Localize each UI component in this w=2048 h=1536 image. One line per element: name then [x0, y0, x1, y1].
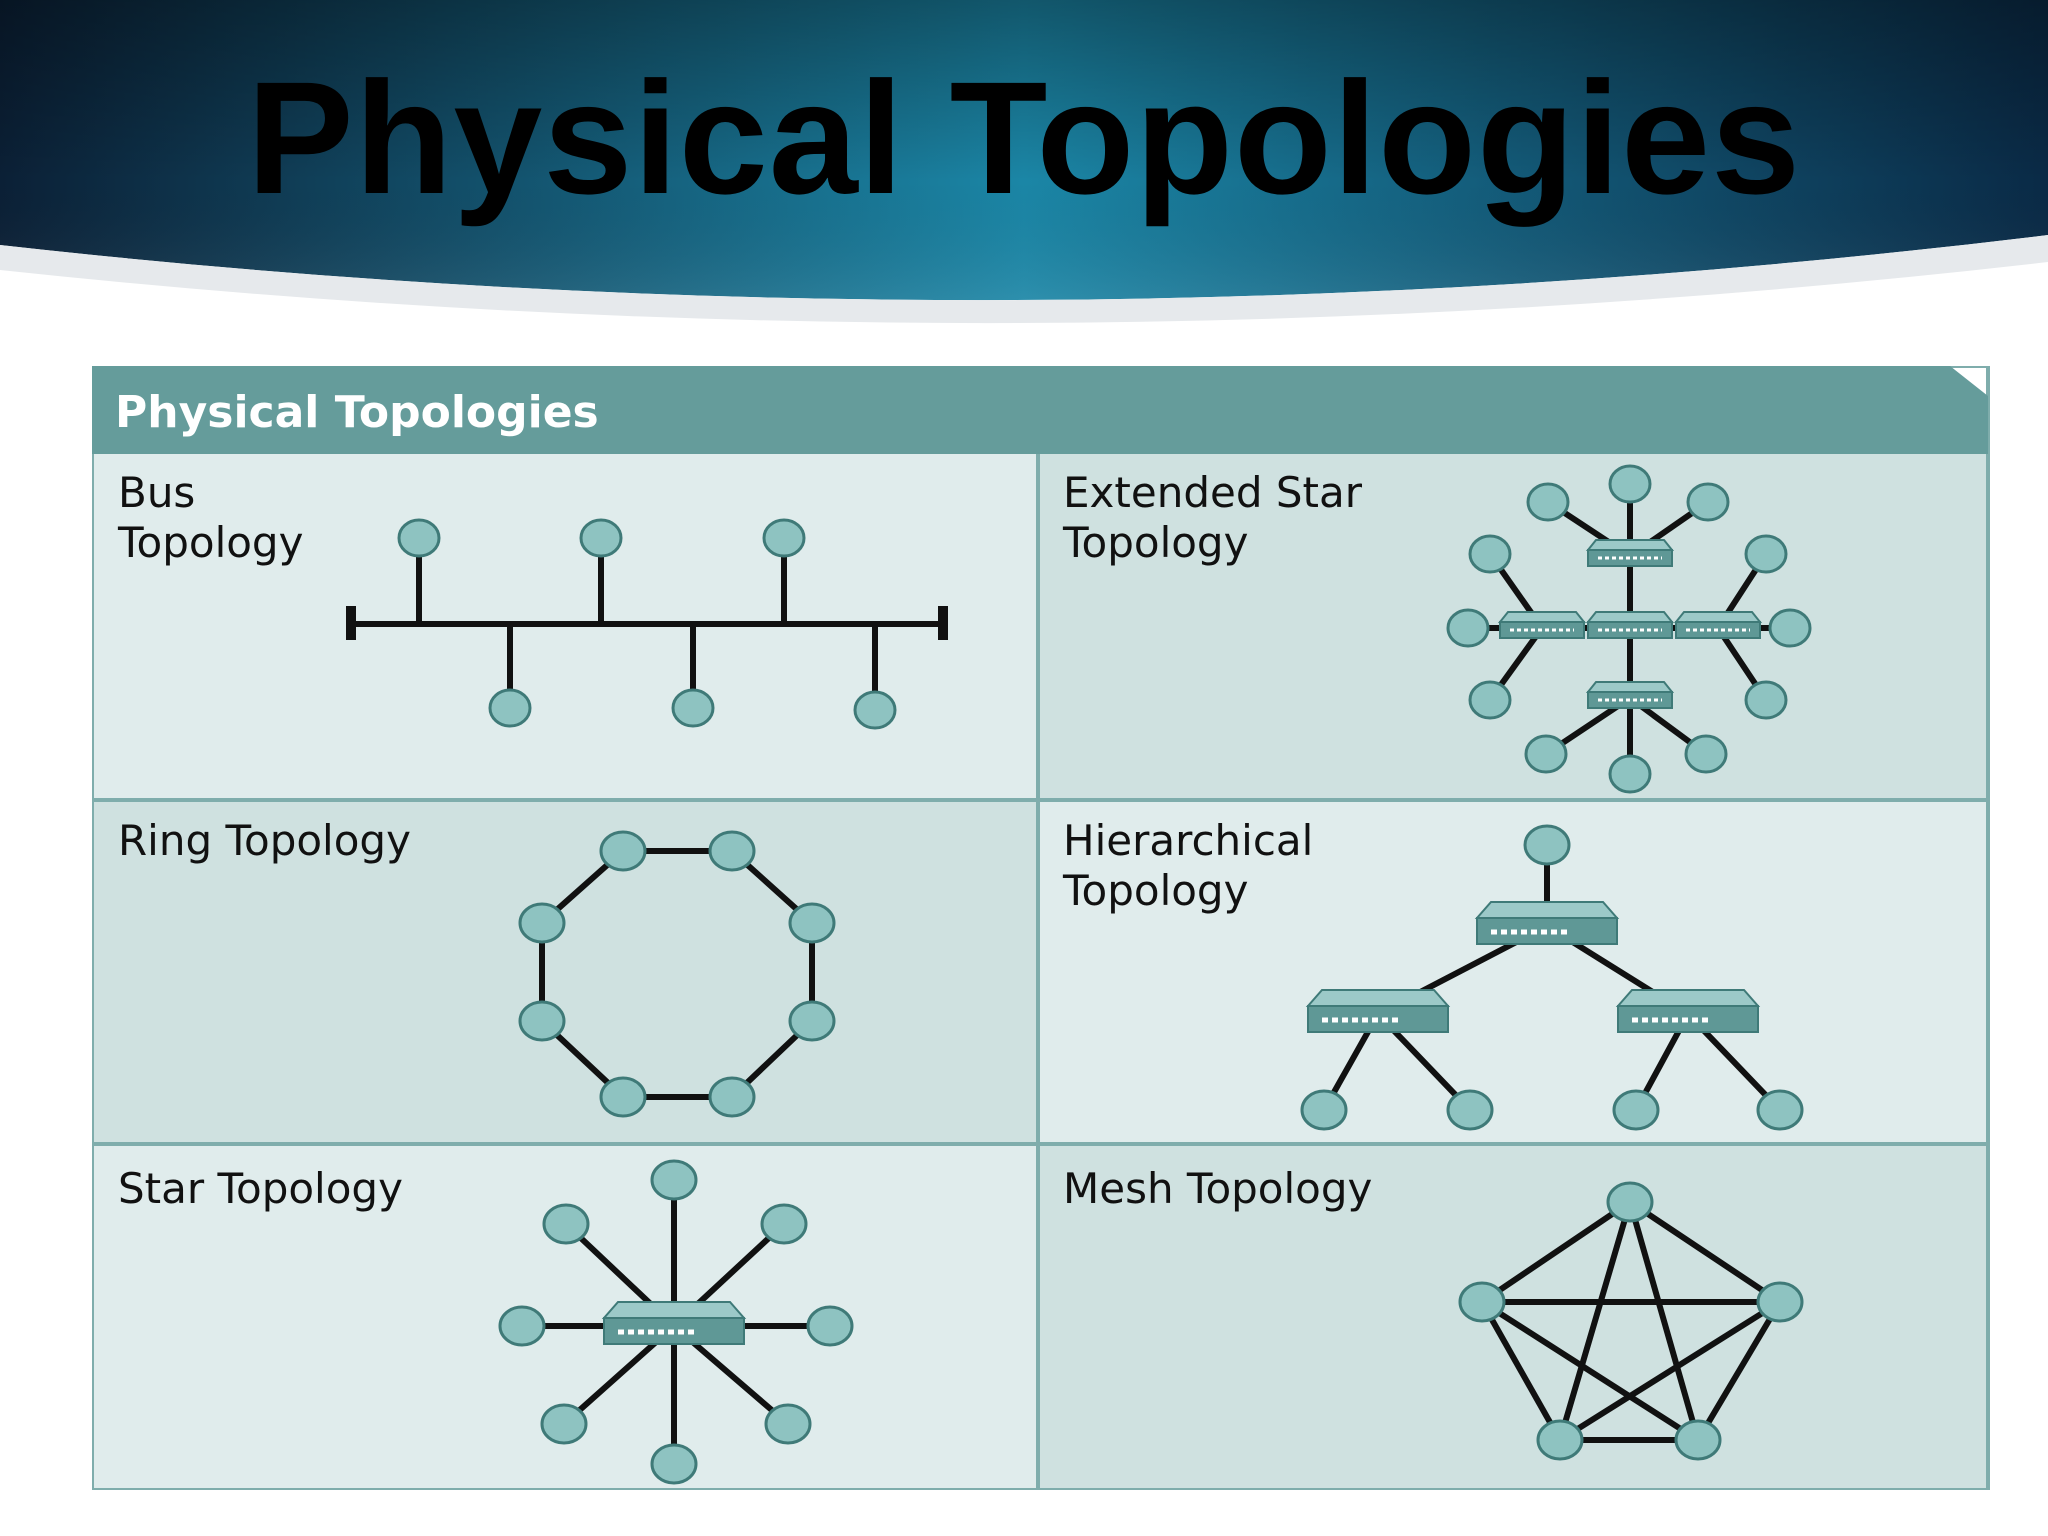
- mesh-topology-figure: [1458, 1181, 1804, 1461]
- ring-topology-label: Ring Topology: [118, 816, 411, 865]
- hierarchical-topology-label: Hierarchical Topology: [1063, 816, 1314, 915]
- cell-mesh: [1039, 1144, 1986, 1488]
- ring-topology-figure: [518, 830, 836, 1118]
- hierarchical-topology-figure: [1300, 824, 1804, 1131]
- star-topology-label: Star Topology: [118, 1164, 403, 1213]
- slide-title: Physical Topologies: [246, 48, 1802, 227]
- extended-star-topology-figure: [1446, 464, 1812, 794]
- header-banner: [0, 0, 2048, 324]
- cell-ring: [94, 800, 1037, 1144]
- bus-topology-label: Bus Topology: [118, 468, 304, 567]
- mesh-topology-label: Mesh Topology: [1063, 1164, 1373, 1213]
- bus-topology-figure: [346, 518, 948, 730]
- panel-title: Physical Topologies: [115, 387, 599, 438]
- star-topology-figure: [498, 1159, 854, 1485]
- topology-diagram: [92, 366, 1990, 1490]
- extended-star-topology-label: Extended Star Topology: [1063, 468, 1362, 567]
- panel-header: [92, 366, 1988, 454]
- cell-hierarchical: [1039, 800, 1986, 1144]
